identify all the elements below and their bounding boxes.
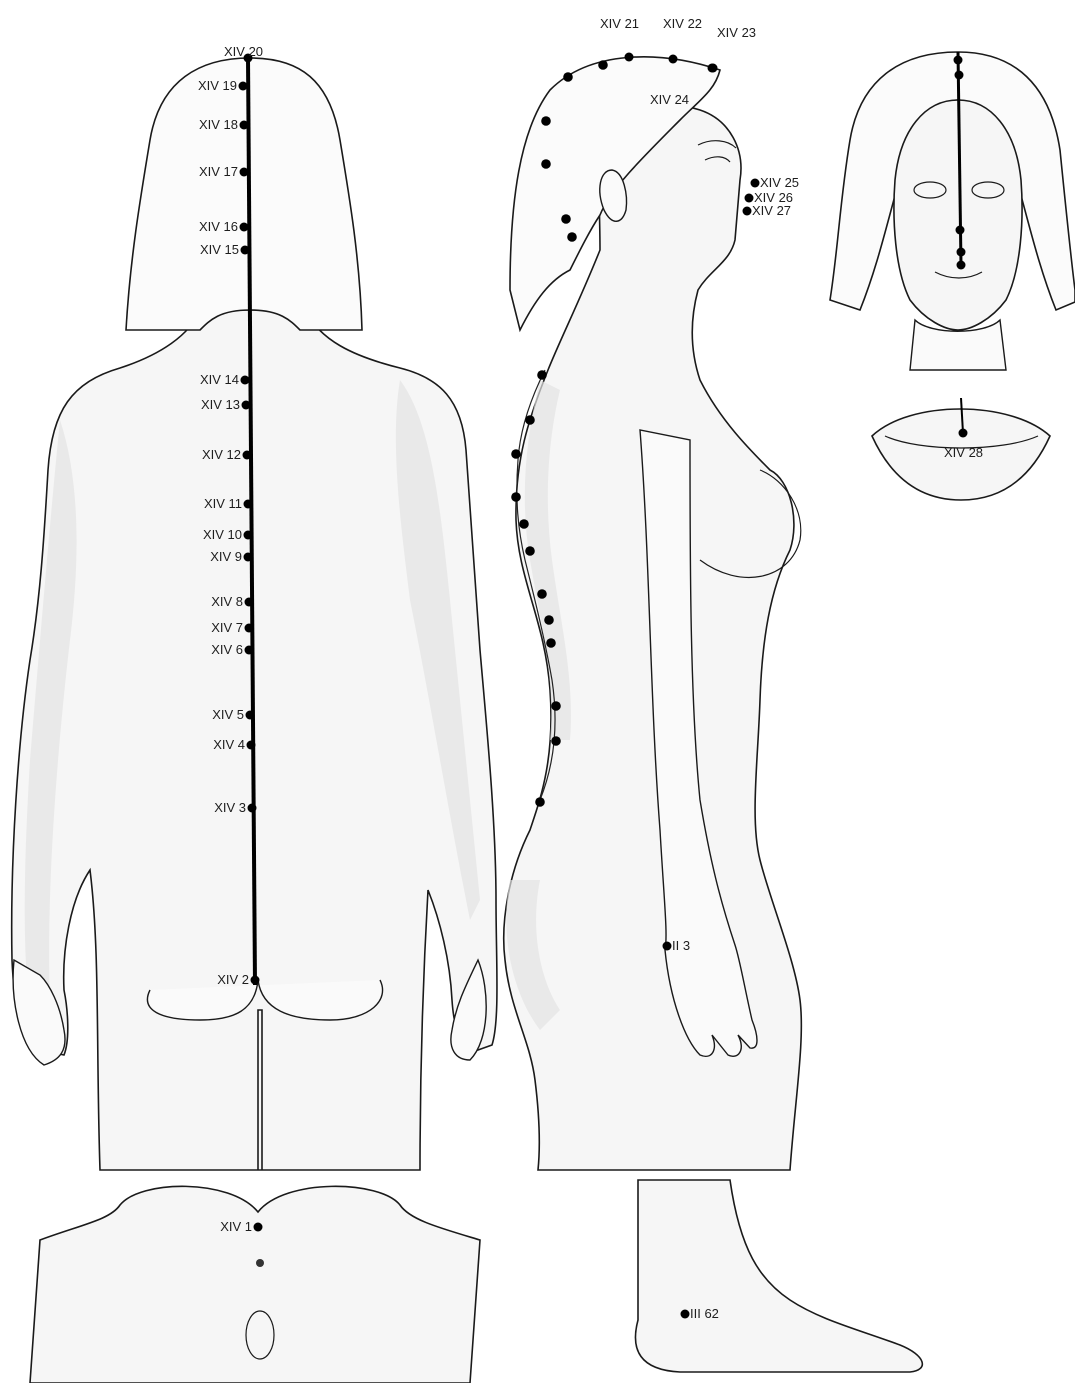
perineum-anus [256, 1259, 264, 1267]
point-ii3-label: II 3 [672, 938, 690, 953]
point-xiv26-dot [745, 194, 754, 203]
point-xiv27-dot [743, 207, 752, 216]
side-unlabeled-point-7 [537, 370, 547, 380]
side-unlabeled-point-9 [511, 449, 521, 459]
point-xiv22-label: XIV 22 [663, 16, 702, 31]
back-hair [126, 58, 362, 330]
foot-figure [635, 1180, 922, 1372]
side-unlabeled-point-13 [537, 589, 547, 599]
point-xiv13-dot [242, 401, 251, 410]
point-xiv27-label: XIV 27 [752, 203, 791, 218]
side-unlabeled-point-8 [525, 415, 535, 425]
point-xiv4-dot [247, 741, 256, 750]
point-xiv8-dot [245, 598, 254, 607]
point-xiv6-dot [245, 646, 254, 655]
point-xiv7-dot [245, 624, 254, 633]
point-xiv5-dot [246, 711, 255, 720]
point-xiv20-label: XIV 20 [224, 44, 263, 59]
point-xiv5-label: XIV 5 [212, 707, 244, 722]
point-xiv14-label: XIV 14 [200, 372, 239, 387]
point-xiv11-dot [244, 500, 253, 509]
point-xiv16-label: XIV 16 [199, 219, 238, 234]
point-xiv1-label: XIV 1 [220, 1219, 252, 1234]
point-xiv22-dot [669, 55, 678, 64]
point-xiv18-label: XIV 18 [199, 117, 238, 132]
point-xiv3-label: XIV 3 [214, 800, 246, 815]
side-unlabeled-point-4 [541, 159, 551, 169]
point-xiv3-dot [248, 804, 257, 813]
side-unlabeled-point-18 [535, 797, 545, 807]
point-xiv10-label: XIV 10 [203, 527, 242, 542]
point-xiv24-label: XIV 24 [650, 92, 689, 107]
point-xiv4-label: XIV 4 [213, 737, 245, 752]
point-xiv24-dot [708, 64, 717, 73]
point-xiv10-dot [244, 531, 253, 540]
side-unlabeled-point-14 [544, 615, 554, 625]
point-xiv25-label: XIV 25 [760, 175, 799, 190]
face-unlabeled-point-4 [957, 248, 966, 257]
point-xiv23-label: XIV 23 [717, 25, 756, 40]
side-unlabeled-point-10 [511, 492, 521, 502]
point-xiv9-label: XIV 9 [210, 549, 242, 564]
point-xiv7-label: XIV 7 [211, 620, 243, 635]
point-xiv21-label: XIV 21 [600, 16, 639, 31]
point-xiv12-dot [243, 451, 252, 460]
point-xiv13-label: XIV 13 [201, 397, 240, 412]
front-face-figure [830, 52, 1075, 370]
point-xiv2-dot [251, 976, 260, 985]
point-xiv1-dot [254, 1223, 263, 1232]
point-xiv25-dot [751, 179, 760, 188]
point-xiv12-label: XIV 12 [202, 447, 241, 462]
point-xiv16-dot [240, 223, 249, 232]
point-xiv19-dot [239, 82, 248, 91]
perineum-outline [30, 1186, 480, 1383]
point-xiv2-label: XIV 2 [217, 972, 249, 987]
point-xiv14-dot [241, 376, 250, 385]
point-xiv17-dot [240, 168, 249, 177]
side-unlabeled-point-3 [541, 116, 551, 126]
point-xiv11-label: XIV 11 [204, 496, 242, 511]
face-unlabeled-point-5 [957, 261, 966, 270]
foot-outline [635, 1180, 922, 1372]
point-xiv18-dot [240, 121, 249, 130]
side-unlabeled-point-11 [519, 519, 529, 529]
side-unlabeled-point-2 [598, 60, 608, 70]
point-xiv19-label: XIV 19 [198, 78, 237, 93]
side-unlabeled-point-5 [561, 214, 571, 224]
point-xiv28-label: XIV 28 [944, 445, 983, 460]
point-xiv6-label: XIV 6 [211, 642, 243, 657]
point-xiv9-dot [244, 553, 253, 562]
side-unlabeled-point-1 [563, 72, 573, 82]
side-unlabeled-point-12 [525, 546, 535, 556]
side-unlabeled-point-16 [551, 701, 561, 711]
side-unlabeled-point-17 [551, 736, 561, 746]
face-unlabeled-point-1 [954, 56, 963, 65]
point-xiv15-label: XIV 15 [200, 242, 239, 257]
face-unlabeled-point-3 [956, 226, 965, 235]
point-iii62-label: III 62 [690, 1306, 719, 1321]
side-unlabeled-point-15 [546, 638, 556, 648]
point-iii62-dot [681, 1310, 690, 1319]
back-view-figure [12, 58, 497, 1170]
point-xiv8-label: XIV 8 [211, 594, 243, 609]
point-xiv28-dot [959, 429, 968, 438]
point-xiv21-dot [625, 53, 634, 62]
side-unlabeled-point-6 [567, 232, 577, 242]
point-xiv15-dot [241, 246, 250, 255]
side-view-figure [504, 57, 802, 1170]
point-ii3-dot [663, 942, 672, 951]
face-unlabeled-point-2 [955, 71, 964, 80]
perineum-figure [30, 1186, 480, 1383]
point-xiv17-label: XIV 17 [199, 164, 238, 179]
